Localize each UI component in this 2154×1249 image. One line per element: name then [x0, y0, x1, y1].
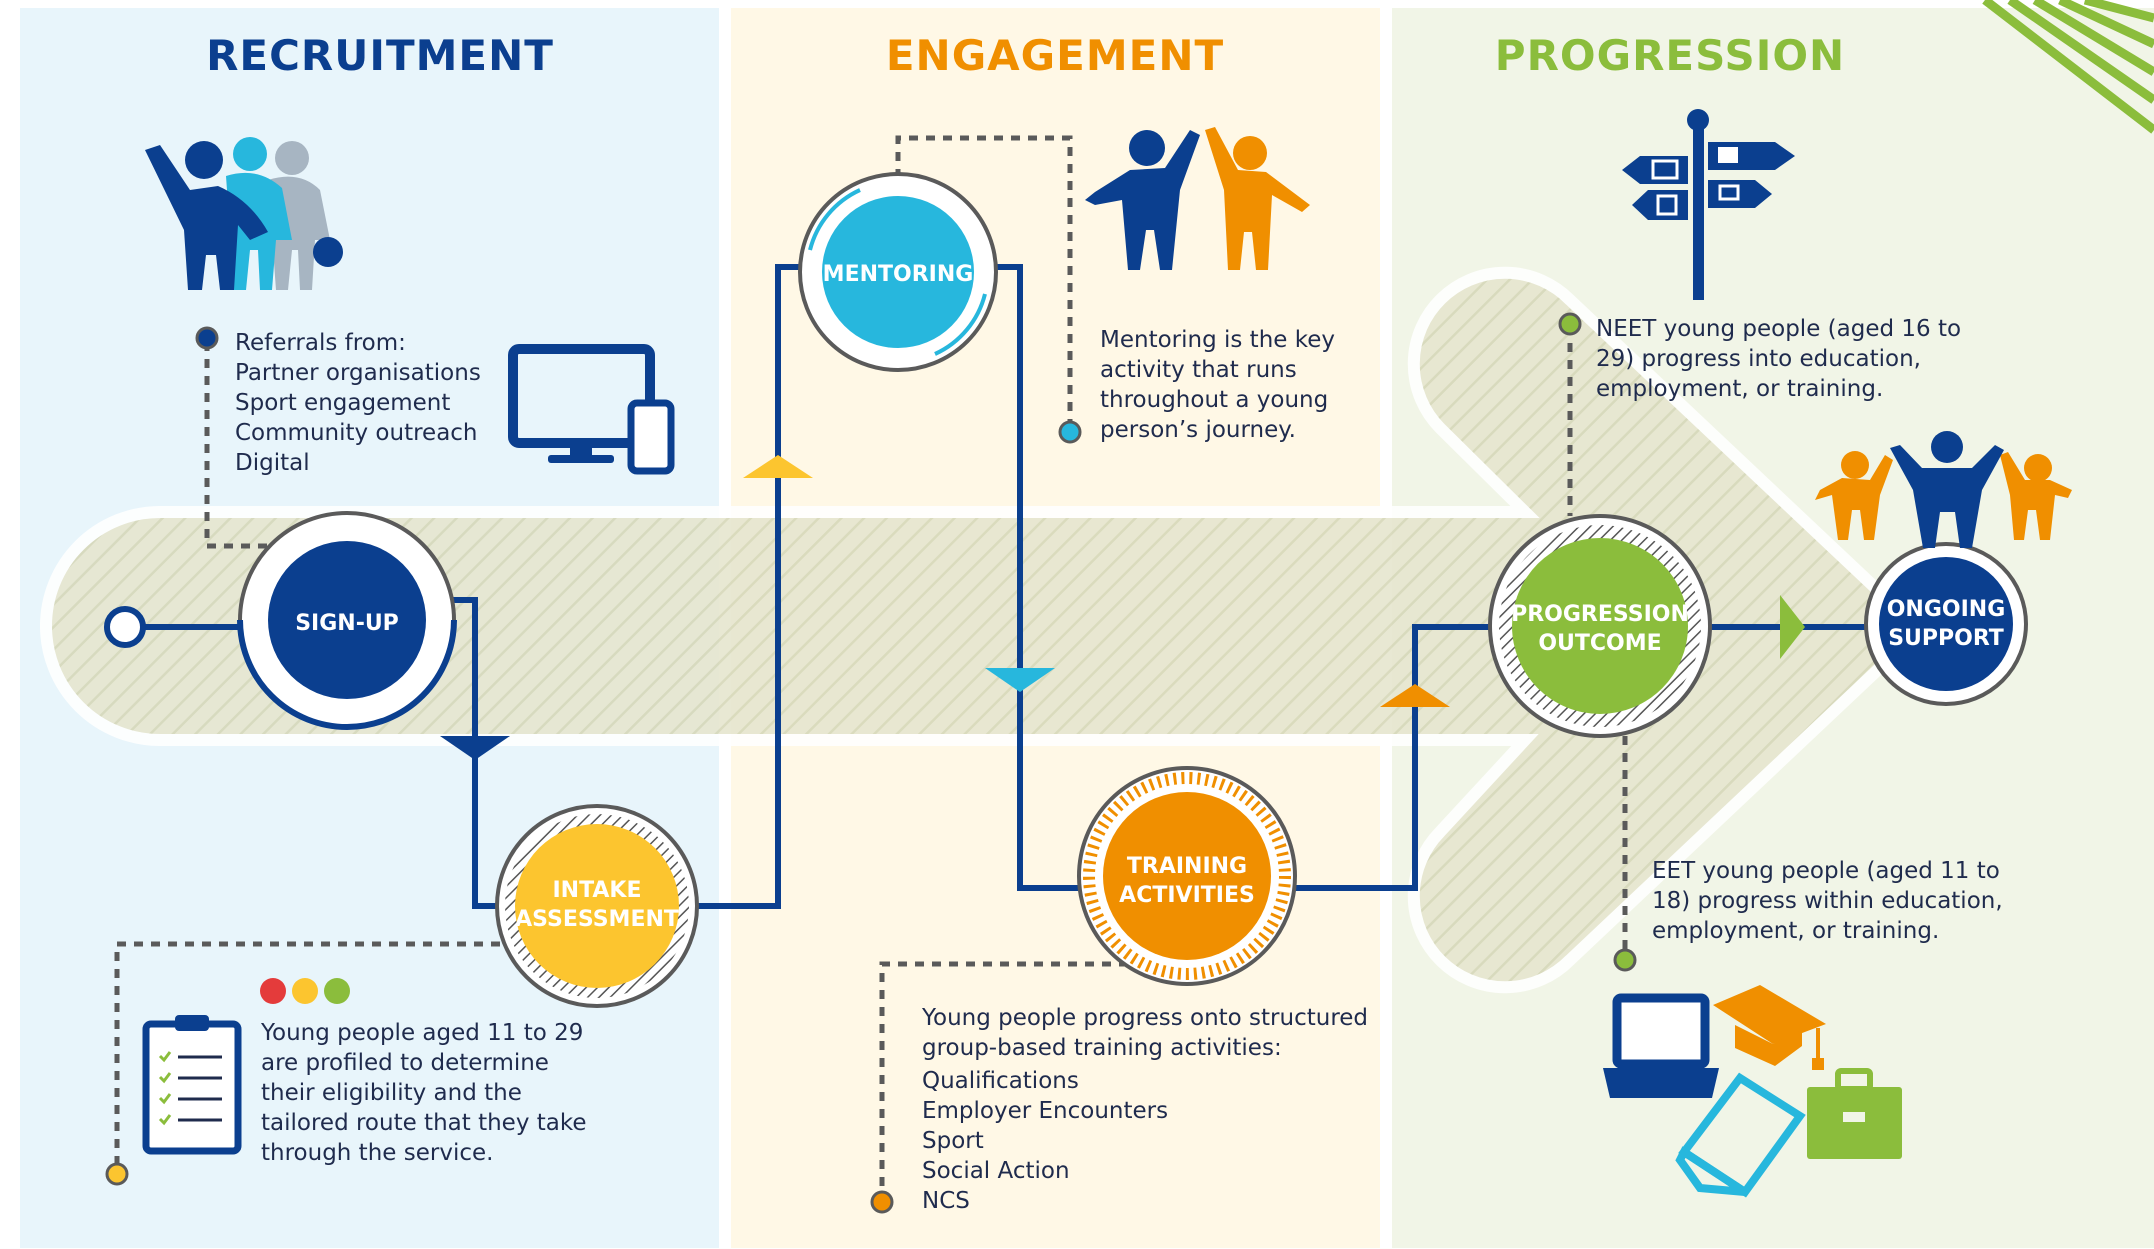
training-bullet	[870, 1190, 894, 1214]
mentoring-note: Mentoring is the key activity that runs …	[1100, 327, 1342, 443]
graduation-cap-icon	[1713, 985, 1826, 1070]
start-node	[104, 606, 146, 648]
traffic-light-dots-icon	[260, 978, 350, 1004]
neet-note: NEET young people (aged 16 to 29) progre…	[1596, 316, 1968, 402]
mentoring-node: MENTORING	[798, 172, 998, 372]
down-arrow-navy	[440, 736, 510, 760]
progression-label-line2: OUTCOME	[1538, 631, 1661, 656]
progression-label-line1: PROGRESSION	[1511, 602, 1689, 627]
right-arrow-green	[1780, 595, 1805, 659]
journey-arrow-band	[40, 266, 1929, 994]
intake-bullet	[105, 1162, 129, 1186]
clipboard-checklist-icon	[142, 1015, 242, 1155]
briefcase-icon	[1807, 1068, 1902, 1159]
dotted-connectors	[114, 135, 1628, 1198]
signpost-icon	[1622, 109, 1795, 300]
training-label-line1: TRAINING	[1127, 854, 1247, 879]
referrals-note: Referrals from: Partner organisations Sp…	[235, 330, 488, 476]
two-people-high-five-icon	[1085, 127, 1310, 270]
corner-stripes	[1982, 0, 2154, 134]
three-people-celebrating-icon	[1815, 431, 2072, 548]
training-activities-node: TRAINING ACTIVITIES	[1077, 766, 1297, 986]
training-note: Young people progress onto structured gr…	[921, 1005, 1375, 1214]
support-label-line2: SUPPORT	[1888, 626, 2004, 651]
up-arrow-yellow	[743, 455, 813, 478]
open-book-icon	[1675, 1072, 1806, 1198]
intake-label-line1: INTAKE	[553, 878, 642, 903]
laptop-icon	[1603, 993, 1719, 1098]
mentoring-bullet	[1058, 420, 1082, 444]
eet-note: EET young people (aged 11 to 18) progres…	[1652, 858, 2010, 944]
training-label-line2: ACTIVITIES	[1119, 883, 1255, 908]
engagement-title: ENGAGEMENT	[886, 31, 1224, 80]
intake-assessment-node: INTAKE ASSESSMENT	[495, 804, 699, 1008]
signup-node: SIGN-UP	[237, 511, 457, 730]
neet-bullet	[1558, 312, 1582, 336]
intake-label-line2: ASSESSMENT	[515, 907, 679, 932]
progression-title: PROGRESSION	[1495, 31, 1845, 80]
signup-label: SIGN-UP	[295, 611, 399, 636]
mentoring-label: MENTORING	[823, 262, 974, 287]
recruitment-title: RECRUITMENT	[206, 31, 554, 80]
down-arrow-cyan	[985, 668, 1055, 692]
referrals-bullet	[195, 326, 219, 350]
intake-note: Young people aged 11 to 29 are profiled …	[260, 1020, 594, 1166]
up-arrow-orange	[1380, 684, 1450, 707]
support-label-line1: ONGOING	[1887, 597, 2006, 622]
ongoing-support-node: ONGOING SUPPORT	[1864, 542, 2028, 706]
computer-and-phone-icon	[508, 344, 675, 475]
eet-bullet	[1613, 948, 1637, 972]
progression-outcome-node: PROGRESSION OUTCOME	[1488, 514, 1712, 738]
people-group-icon	[145, 137, 343, 290]
